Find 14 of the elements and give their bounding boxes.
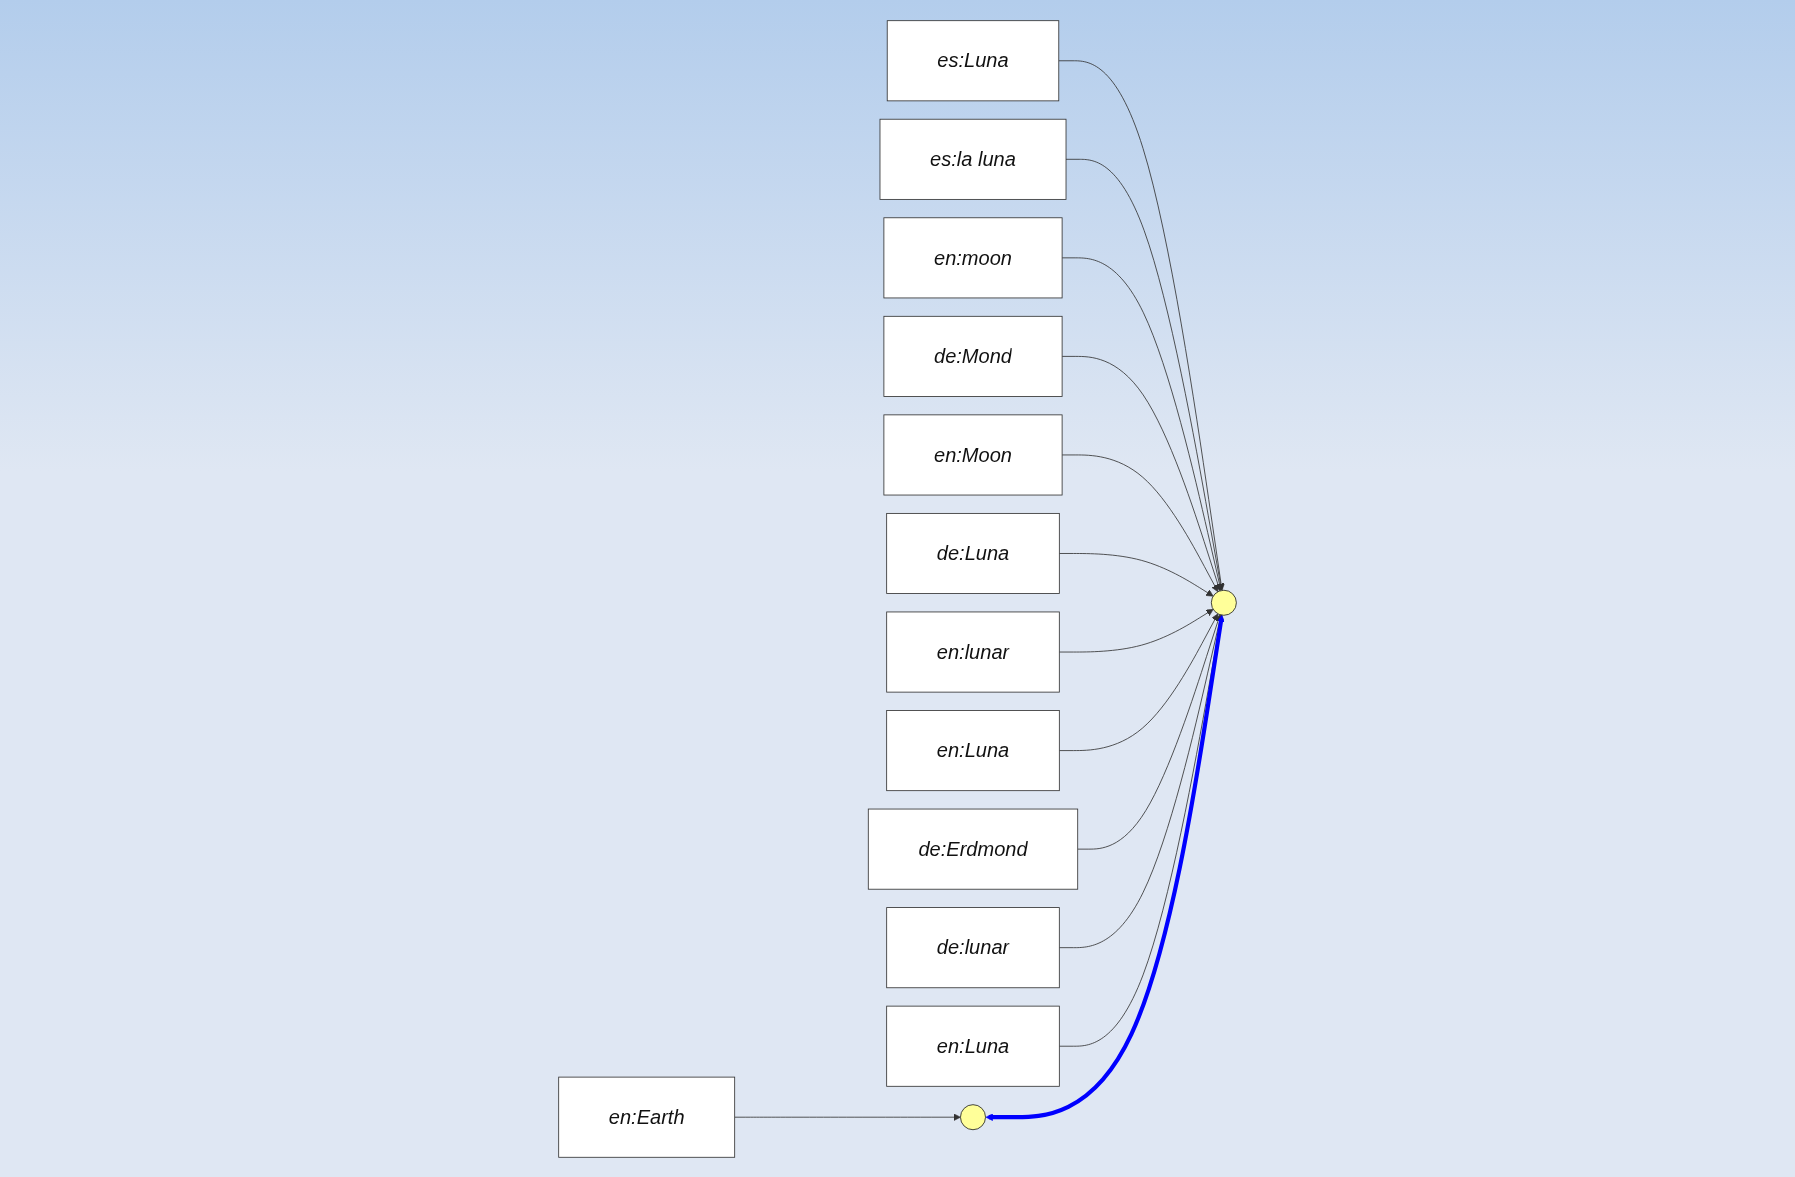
node-box: en:lunar (886, 611, 1060, 693)
node-box: de:Luna (886, 512, 1060, 594)
node-box: de:lunar (886, 906, 1060, 988)
node-box: en:Luna (886, 1005, 1060, 1087)
node-box: es:Luna (886, 19, 1060, 101)
node-box: en:moon (883, 216, 1063, 298)
node-box: es:la luna (879, 118, 1067, 200)
node-box: de:Mond (883, 315, 1063, 397)
node-box: de:Erdmond (867, 808, 1079, 890)
node-box: en:Moon (883, 413, 1063, 495)
node-box: en:Earth (558, 1076, 736, 1158)
node-circle (1210, 589, 1237, 616)
node-box: en:Luna (886, 709, 1060, 791)
node-circle (960, 1103, 986, 1130)
